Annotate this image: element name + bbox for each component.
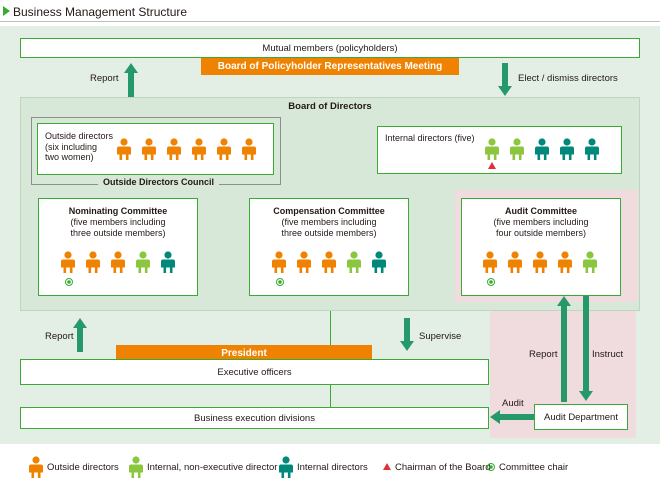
connector-line <box>330 311 331 345</box>
executive-officers-label: Executive officers <box>217 367 292 378</box>
chairman-legend-triangle-icon <box>383 463 391 470</box>
business-execution-box <box>20 407 489 429</box>
outside-director-icon <box>191 138 207 160</box>
diagram-title: Business Management Structure <box>13 5 188 19</box>
outside-director-icon <box>166 138 182 160</box>
outside-director-icon <box>60 251 76 273</box>
mutual-members-box <box>20 38 640 58</box>
outside-directors-text: Outside directors (six including two wom… <box>45 131 113 163</box>
outside-directors-council-label: Outside Directors Council <box>98 177 220 187</box>
audit-report-up-arrow <box>557 296 571 402</box>
outside-director-icon <box>116 138 132 160</box>
compensation-committee-line2: three outside members) <box>281 228 377 238</box>
audit-committee-box <box>461 198 621 296</box>
audit-committee-title: Audit Committee <box>505 206 577 216</box>
outside-director-icon <box>507 251 523 273</box>
committee-chair-icon <box>64 277 74 287</box>
nominating-committee-text: Nominating Committee (five members inclu… <box>38 206 198 239</box>
internal-director-icon <box>160 251 176 273</box>
report-top-label: Report <box>90 73 119 84</box>
compensation-committee-line1: (five members including <box>281 217 377 227</box>
outside-director-icon <box>321 251 337 273</box>
elect-dismiss-label: Elect / dismiss directors <box>518 73 618 84</box>
outside-directors-line2: (six including <box>45 141 98 152</box>
legend-internal-nonexec-label: Internal, non-executive director <box>147 462 278 473</box>
audit-label: Audit <box>502 398 524 409</box>
internal-directors-label: Internal directors (five) <box>385 133 475 143</box>
executive-officers-box <box>20 359 489 385</box>
outside-director-legend-icon <box>28 456 44 478</box>
report-up-arrow-mid <box>73 318 87 352</box>
nominating-committee-line1: (five members including <box>70 217 166 227</box>
internal-nonexec-director-icon <box>135 251 151 273</box>
audit-left-arrow <box>490 410 534 424</box>
board-policyholder-bar: Board of Policyholder Representatives Me… <box>201 58 459 75</box>
nominating-committee-title: Nominating Committee <box>68 206 168 216</box>
compensation-committee-box <box>249 198 409 296</box>
legend-internal-label: Internal directors <box>297 462 368 473</box>
internal-nonexec-director-icon <box>582 251 598 273</box>
report-up-arrow <box>124 63 138 97</box>
audit-committee-text: Audit Committee (five members including … <box>461 206 621 239</box>
compensation-committee-text: Compensation Committee (five members inc… <box>249 206 409 239</box>
legend <box>0 448 660 488</box>
instruct-label: Instruct <box>592 349 624 360</box>
audit-committee-line1: (five members including <box>493 217 589 227</box>
chairman-triangle-icon <box>488 162 496 169</box>
audit-report-label: Report <box>529 349 558 360</box>
president-bar: President <box>116 345 372 362</box>
legend-chairman-label: Chairman of the Board <box>395 462 491 473</box>
legend-outside-label: Outside directors <box>47 462 119 473</box>
board-of-directors-label: Board of Directors <box>288 101 372 112</box>
title-bar <box>0 2 660 22</box>
supervise-down-arrow <box>400 318 414 351</box>
audit-instruct-down-arrow <box>579 296 593 401</box>
internal-director-icon <box>534 138 550 160</box>
internal-director-icon <box>559 138 575 160</box>
title-arrow-icon <box>3 6 10 16</box>
elect-down-arrow <box>498 63 512 96</box>
mutual-members-label: Mutual members (policyholders) <box>262 43 398 54</box>
internal-nonexec-director-icon <box>509 138 525 160</box>
outside-director-icon <box>141 138 157 160</box>
report-mid-label: Report <box>45 331 74 342</box>
outside-director-icon <box>85 251 101 273</box>
outside-director-icon <box>532 251 548 273</box>
internal-director-legend-icon <box>278 456 294 478</box>
audit-department-box <box>534 404 628 430</box>
internal-nonexec-legend-icon <box>128 456 144 478</box>
compensation-committee-title: Compensation Committee <box>273 206 385 216</box>
supervise-label: Supervise <box>419 331 462 342</box>
outside-director-icon <box>557 251 573 273</box>
internal-nonexec-director-icon <box>484 138 500 160</box>
nominating-committee-line2: three outside members) <box>70 228 166 238</box>
internal-director-icon <box>584 138 600 160</box>
outside-director-icon <box>110 251 126 273</box>
nominating-committee-box <box>38 198 198 296</box>
internal-director-icon <box>371 251 387 273</box>
connector-line <box>330 385 331 407</box>
outside-director-icon <box>271 251 287 273</box>
legend-committee-chair-label: Committee chair <box>499 462 569 473</box>
committee-chair-icon <box>486 277 496 287</box>
outside-directors-line3: two women) <box>45 152 94 162</box>
internal-nonexec-director-icon <box>346 251 362 273</box>
outside-directors-line1: Outside directors <box>45 131 114 141</box>
internal-directors-box <box>377 126 622 174</box>
committee-chair-icon <box>275 277 285 287</box>
business-execution-label: Business execution divisions <box>194 413 315 424</box>
committee-chair-legend-icon <box>486 462 496 472</box>
audit-committee-line2: four outside members) <box>495 228 587 238</box>
outside-director-icon <box>482 251 498 273</box>
outside-director-icon <box>216 138 232 160</box>
audit-department-label: Audit Department <box>544 412 618 423</box>
outside-director-icon <box>296 251 312 273</box>
outside-director-icon <box>241 138 257 160</box>
